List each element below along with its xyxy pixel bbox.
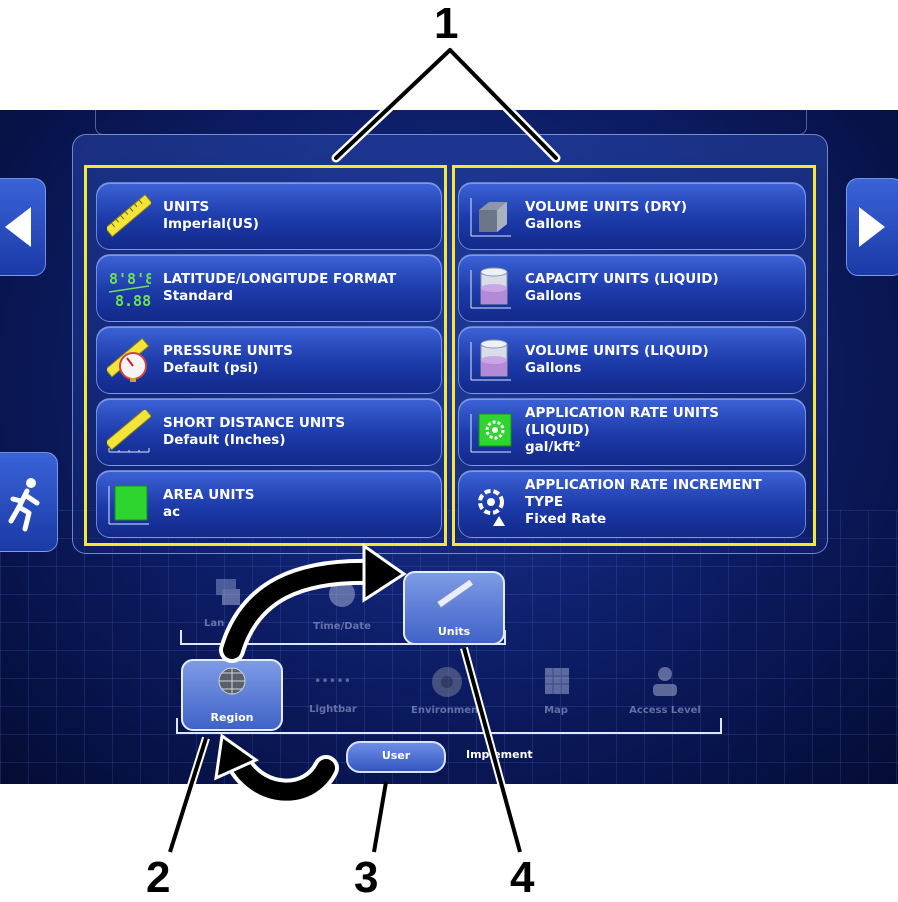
globe-icon [218,667,246,695]
clock-icon [329,581,355,607]
pressure-units-label: PRESSURE UNITS [163,343,293,359]
ruler-icon [107,194,151,238]
background-grid [0,510,898,784]
tab-user[interactable]: User [346,741,446,773]
tab-region-label: Region [210,711,254,724]
sub-tabs-bracket [180,630,506,645]
tab-map-label: Map [544,705,568,716]
rate-cycle-icon [478,489,505,526]
callout-2: 2 [146,853,171,902]
tab-language-label: Lan [204,618,225,629]
cube-icon [470,198,511,237]
capacity-units-liquid-label: CAPACITY UNITS (LIQUID) [525,271,719,287]
application-rate-units-button[interactable]: APPLICATION RATE UNITS (LIQUID) gal/kft² [458,398,806,466]
running-man-icon [8,478,40,532]
map-grid-icon [545,668,569,694]
cylinder-icon [470,267,511,309]
application-rate-increment-button[interactable]: APPLICATION RATE INCREMENT TYPE Fixed Ra… [458,470,806,538]
capacity-units-liquid-button[interactable]: CAPACITY UNITS (LIQUID) Gallons [458,254,806,322]
previous-page-button[interactable] [0,178,46,276]
application-rate-increment-value: Fixed Rate [525,511,607,527]
lat-long-format-label: LATITUDE/LONGITUDE FORMAT [163,271,397,287]
callout-4: 4 [510,853,535,902]
volume-units-dry-value: Gallons [525,216,582,232]
user-icon [653,667,677,696]
lightbar-icon: ••••• [314,676,352,687]
volume-units-liquid-button[interactable]: VOLUME UNITS (LIQUID) Gallons [458,326,806,394]
callout-3: 3 [354,853,379,902]
application-rate-increment-label-line2: TYPE [525,494,564,510]
volume-units-dry-label: VOLUME UNITS (DRY) [525,199,688,215]
main-tabs-bracket [176,718,722,734]
pressure-units-value: Default (psi) [163,360,259,376]
cylinder-icon [470,339,511,381]
short-ruler-icon [107,410,151,453]
callout-1: 1 [434,0,459,48]
tab-lightbar-label: Lightbar [309,704,357,715]
header-strip [95,110,807,135]
tab-time-date[interactable]: Time/Date [302,580,382,632]
arrow-right-icon [859,207,885,247]
application-rate-units-label-line2: (LIQUID) [525,422,590,438]
tab-map[interactable]: Map [526,664,586,716]
capacity-units-liquid-value: Gallons [525,288,582,304]
arrow-left-icon [5,207,31,247]
page-title: Regional Units [106,31,295,57]
area-units-label: AREA UNITS [163,487,255,503]
tab-units-label: Units [437,625,471,638]
short-distance-units-button[interactable]: SHORT DISTANCE UNITS Default (Inches) [96,398,442,466]
area-units-value: ac [163,504,181,520]
left-column-highlight [84,165,447,546]
tab-environment[interactable]: Environment [402,662,492,716]
next-page-button[interactable] [846,178,898,276]
ruler-icon [436,578,475,609]
volume-units-liquid-value: Gallons [525,360,582,376]
application-rate-increment-label-line1: APPLICATION RATE INCREMENT [525,477,762,493]
digits-icon: 8'8'8" 8.88 [108,270,151,310]
pressure-gauge-icon [107,338,150,382]
rate-gear-icon [470,413,512,453]
language-icon [216,579,240,605]
svg-text:8.88: 8.88 [115,292,151,310]
units-value: Imperial(US) [163,216,259,232]
volume-units-dry-button[interactable]: VOLUME UNITS (DRY) Gallons [458,182,806,250]
area-square-icon [108,485,149,525]
lat-long-format-button[interactable]: 8'8'8" 8.88 LATITUDE/LONGITUDE FORMAT St… [96,254,442,322]
speaker-icon [432,667,462,697]
application-rate-units-label-line1: APPLICATION RATE UNITS [525,405,720,421]
tab-access-level[interactable]: Access Level [618,664,712,716]
run-screen-button[interactable] [0,452,58,552]
tab-units-selected[interactable]: Units [403,571,505,645]
units-setting-button[interactable]: UNITS Imperial(US) [96,182,442,250]
tab-environment-label: Environment [411,705,483,716]
pressure-units-button[interactable]: PRESSURE UNITS Default (psi) [96,326,442,394]
short-distance-units-value: Default (Inches) [163,432,286,448]
volume-units-liquid-label: VOLUME UNITS (LIQUID) [525,343,709,359]
tab-language[interactable]: Lan [196,575,256,629]
svg-text:8'8'8": 8'8'8" [109,270,151,288]
area-units-button[interactable]: AREA UNITS ac [96,470,442,538]
right-column-highlight [452,165,816,546]
tab-region-selected[interactable]: Region [181,659,283,731]
units-label: UNITS [163,199,210,215]
tab-access-level-label: Access Level [629,705,701,716]
tab-implement[interactable]: Implement [466,748,533,761]
application-rate-units-value: gal/kft² [525,439,581,455]
tab-lightbar[interactable]: ••••• Lightbar [298,676,368,715]
short-distance-units-label: SHORT DISTANCE UNITS [163,415,346,431]
lat-long-format-value: Standard [163,288,233,304]
